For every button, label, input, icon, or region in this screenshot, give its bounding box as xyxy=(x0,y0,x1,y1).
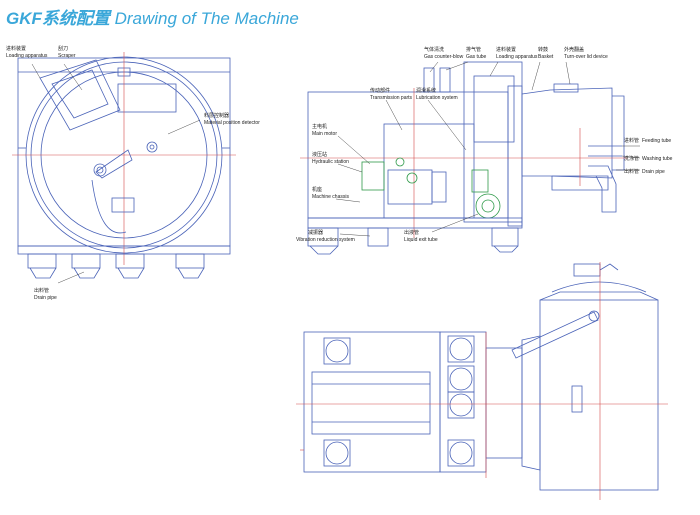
side-label-hyd-cn: 液压站 xyxy=(312,151,327,158)
side-label-blow-en: Gas counter-blow xyxy=(424,54,464,60)
lubrication-pump xyxy=(475,193,501,219)
side-label-basket-en: Basket xyxy=(538,54,554,60)
side-label-blow-cn: 气体清洗 xyxy=(424,46,444,53)
side-label-turn-en: Turn-over lid device xyxy=(564,54,608,60)
front-label-detector-en: Material position detector xyxy=(204,120,260,126)
side-label-gastube-cn: 排气管 xyxy=(466,46,481,53)
front-label-loading-cn: 进料装置 xyxy=(6,45,26,52)
side-label-trans-en: Transmission parts xyxy=(370,95,413,101)
side-label-loading-cn: 进料装置 xyxy=(496,46,516,53)
front-label-detector-cn: 料层控制器 xyxy=(204,112,229,119)
front-label-scraper-cn: 刮刀 xyxy=(58,45,68,52)
side-label-basket-cn: 转鼓 xyxy=(538,46,548,53)
page-title: GKF系统配置 Drawing of The Machine xyxy=(6,4,299,29)
side-label-turn-cn: 外壳翻盖 xyxy=(564,46,584,53)
side-label-wash-cn: 洗涤管 xyxy=(624,155,639,162)
side-label-lube-en: Lubrication system xyxy=(416,95,458,101)
side-label-hyd-en: Hydraulic station xyxy=(312,159,349,165)
top-basket xyxy=(539,299,659,491)
top-view xyxy=(296,262,668,500)
side-label-feed-cn: 进料管 xyxy=(624,137,639,144)
front-view: 进料装置 Loading apparatus 刮刀 Scraper 料层控制器 … xyxy=(6,45,260,301)
main-motor xyxy=(387,169,433,205)
side-label-drain-en: Drain pipe xyxy=(642,169,665,175)
side-label-chassis-cn: 机座 xyxy=(312,186,322,193)
side-label-lube-cn: 润滑系统 xyxy=(416,87,436,94)
front-label-scraper-en: Scraper xyxy=(58,53,76,59)
side-label-motor-cn: 主电机 xyxy=(312,123,327,130)
side-label-motor-en: Main motor xyxy=(312,131,337,137)
front-label-loading-en: Loading apparatus xyxy=(6,53,48,59)
lid-arm xyxy=(511,311,599,359)
front-label-drain-cn: 出料管 xyxy=(34,287,49,294)
title-suffix: Drawing of The Machine xyxy=(109,9,299,28)
side-view: 气体清洗 Gas counter-blow 排气管 Gas tube 进料装置 … xyxy=(296,46,673,255)
side-label-liquid-cn: 出液管 xyxy=(404,229,419,236)
side-label-trans-cn: 传动部件 xyxy=(370,87,390,94)
side-label-vib-en: Vibration reduction system xyxy=(296,237,355,243)
side-basket xyxy=(521,87,613,179)
front-label-drain-en: Drain pipe xyxy=(34,295,57,301)
side-label-gastube-en: Gas tube xyxy=(466,54,487,60)
hydraulic-station xyxy=(361,161,385,191)
side-label-vib-cn: 减振器 xyxy=(308,229,323,236)
title-prefix: GKF系统配置 xyxy=(6,9,110,28)
side-label-feed-en: Feeding tube xyxy=(642,138,671,144)
side-label-drain-cn: 出料管 xyxy=(624,168,639,175)
side-label-liquid-en: Liquid exit tube xyxy=(404,237,438,243)
scraper-block xyxy=(39,59,121,131)
top-motor-block xyxy=(311,371,431,435)
side-label-chassis-en: Machine chassis xyxy=(312,194,349,200)
side-label-loading-en: Loading apparatus xyxy=(496,54,538,60)
side-label-wash-en: Washing tube xyxy=(642,156,673,162)
